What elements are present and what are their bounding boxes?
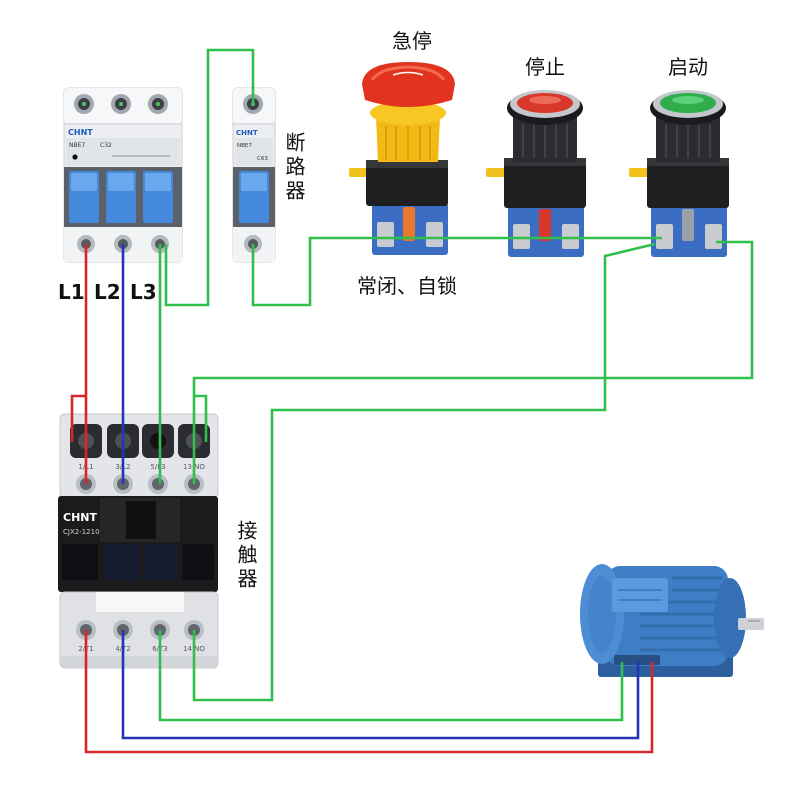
wire-l1-coil-loop <box>70 394 86 442</box>
estop-housing-rim <box>366 160 448 168</box>
stop-button <box>486 90 586 257</box>
contactor-top-terminal-screw <box>152 478 164 490</box>
estop-head-highlight <box>370 65 446 81</box>
breaker-3p-top-terminals <box>74 94 168 114</box>
stop-label: 停止 <box>525 55 565 79</box>
estop-red-head <box>362 62 455 107</box>
breaker-1p-toggle-highlight <box>241 173 267 191</box>
wire-control-start-self-lock <box>192 240 754 484</box>
estop-arrow-mark <box>392 71 424 76</box>
contactor-label: 接触器 <box>234 520 258 592</box>
motor-left-end-inner <box>588 576 616 652</box>
stop-housing <box>504 158 586 208</box>
stop-terminal-right <box>562 224 579 249</box>
start-cap-highlight <box>672 96 704 104</box>
three-phase-motor-icon <box>580 564 764 677</box>
contactor-top-cover-screw <box>150 433 166 449</box>
start-button <box>629 90 729 257</box>
estop-terminal-right <box>426 222 443 247</box>
contactor-bottom-lip <box>61 656 217 667</box>
motor-shaft <box>738 618 764 630</box>
start-neck-ribs <box>665 124 711 158</box>
breaker-1p-brand: CHNT <box>236 129 258 137</box>
estop-collar-ring <box>370 101 446 125</box>
three-pole-breaker: CHNT NBE7 C32 <box>63 87 183 263</box>
contactor-white-strip <box>96 592 184 612</box>
breaker-3p-indicator-dot <box>72 154 78 160</box>
motor-right-end-shield <box>714 578 746 658</box>
breaker-3p-toggles <box>69 171 173 223</box>
stop-latch <box>486 168 508 177</box>
contactor-upper-slot <box>126 501 156 539</box>
motor-wire-entry <box>614 655 660 665</box>
phase-l2-label: L2 <box>94 280 121 304</box>
contactor-terminal-label: 5/L3 <box>150 463 165 471</box>
motor-cooling-fins <box>640 576 724 652</box>
start-latch <box>629 168 651 177</box>
contactor: 1/L1 3/L2 5/L3 13 NO CHNT CJX2-1210 <box>58 413 219 669</box>
wires <box>70 48 754 754</box>
wire-control-self-lock-loop <box>194 394 208 442</box>
start-terminal-right <box>705 224 722 249</box>
breaker-3p-top-terminal-dot <box>82 102 86 106</box>
breaker-3p-top-terminal-dot <box>156 102 160 106</box>
breaker-3p-toggle-highlight <box>145 173 171 191</box>
wire-control-breaker-through-nc-buttons <box>251 236 662 307</box>
circuit-breaker-label: 断路器 <box>282 132 306 204</box>
breaker-3p-label-plate <box>66 138 180 166</box>
contactor-right-block <box>182 544 214 580</box>
start-actuator <box>682 209 694 241</box>
emergency-stop-label: 急停 <box>392 29 432 53</box>
breaker-1p-label-plate <box>235 138 273 166</box>
breaker-1p-rating: C63 <box>257 156 268 162</box>
contactor-brand: CHNT <box>63 511 97 524</box>
breaker-3p-brand: CHNT <box>68 128 93 137</box>
stop-cap-highlight <box>529 96 561 104</box>
wire-control-start-to-coil <box>192 242 656 702</box>
wire-l3-contactor-to-motor <box>158 630 624 722</box>
breaker-3p-top-terminal-dot <box>119 102 123 106</box>
estop-terminal-left <box>377 222 394 247</box>
contactor-armature-left <box>104 544 140 580</box>
emergency-stop-button <box>349 62 455 255</box>
contactor-model: CJX2-1210 <box>63 528 100 536</box>
single-pole-breaker: CHNT NBE7 C63 <box>232 87 276 263</box>
wire-control-l3-to-control-breaker <box>164 48 255 307</box>
estop-collar-ribs <box>385 126 431 160</box>
start-housing <box>647 158 729 208</box>
breaker-3p-toggle-highlight <box>108 173 134 191</box>
breaker-1p-model: NBE7 <box>237 143 252 149</box>
contact-note-label: 常闭、自锁 <box>357 274 457 298</box>
motor-terminal-box <box>612 578 668 612</box>
phase-l3-label: L3 <box>130 280 157 304</box>
contactor-armature-right <box>144 544 178 580</box>
contactor-left-block <box>62 544 98 580</box>
breaker-3p-toggle-highlight <box>71 173 97 191</box>
stop-terminal-left <box>513 224 530 249</box>
estop-housing <box>366 160 448 206</box>
breaker-3p-model: NBE7 <box>69 142 85 149</box>
phase-l1-label: L1 <box>58 280 85 304</box>
start-terminal-left <box>656 224 673 249</box>
estop-actuator <box>403 207 415 241</box>
wire-l2-contactor-to-motor <box>121 630 640 740</box>
wire-l1-contactor-to-motor <box>84 630 654 754</box>
stop-spring <box>539 209 551 241</box>
breaker-3p-rating: C32 <box>100 142 112 149</box>
start-label: 启动 <box>668 55 708 79</box>
stop-neck-ribs <box>522 124 568 158</box>
estop-latch <box>349 168 371 177</box>
